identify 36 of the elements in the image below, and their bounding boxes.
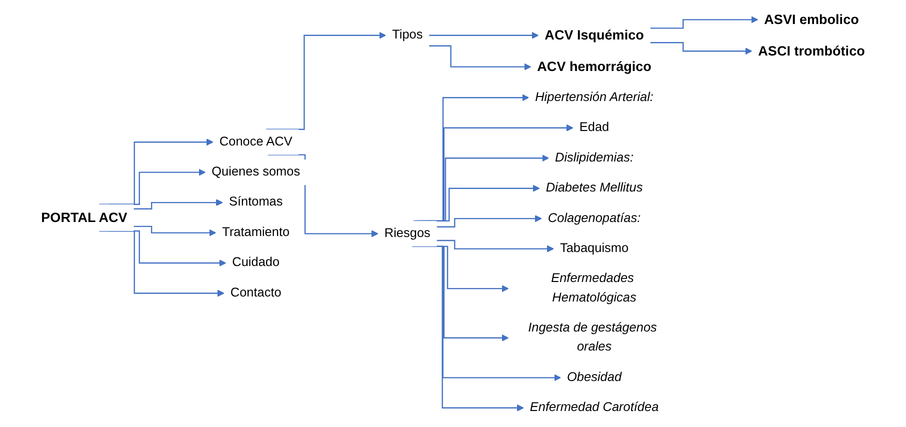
node-text: Tabaquismo	[560, 242, 629, 256]
node-text: Enfermedades Hematológicas	[551, 272, 636, 304]
arrow	[99, 230, 224, 297]
arrow	[134, 199, 223, 210]
arrow	[436, 240, 554, 252]
arrow	[426, 184, 540, 222]
node-text: Edad	[579, 120, 610, 134]
node-text: Síntomas	[228, 195, 283, 209]
arrow	[109, 168, 206, 205]
node-text: Ingesta de gestágenos orales	[528, 321, 657, 354]
arrow	[650, 42, 752, 55]
node-text: Hipertensión Arterial:	[535, 90, 654, 104]
arrow	[436, 215, 542, 228]
arrow	[418, 154, 549, 222]
arrow	[99, 138, 214, 205]
node-text: Tipos	[392, 28, 423, 42]
node-text: ACV hemorrágico	[537, 59, 652, 74]
node-text: ACV Isquémico	[544, 28, 644, 43]
node-text: Diabetes Mellitus	[546, 181, 643, 195]
node-text: Contacto	[230, 286, 282, 300]
node-text: Tratamiento	[222, 226, 290, 240]
node-text: Enfermedad Carotídea	[530, 400, 659, 414]
node-text: ASCI trombótico	[758, 43, 865, 58]
arrow	[429, 45, 532, 70]
node-text: Dislipidemias:	[555, 150, 634, 164]
arrow	[412, 246, 524, 412]
arrow	[266, 32, 386, 130]
node-text: Colagenopatías:	[548, 211, 641, 225]
arrow	[414, 94, 530, 222]
arrow	[134, 226, 216, 236]
node-text: Cuidado	[232, 256, 280, 270]
arrow	[650, 16, 758, 29]
arrow	[429, 32, 539, 39]
node-text: Obesidad	[567, 370, 622, 384]
arrow	[415, 124, 574, 222]
node-text: ASVI embolico	[764, 12, 859, 28]
